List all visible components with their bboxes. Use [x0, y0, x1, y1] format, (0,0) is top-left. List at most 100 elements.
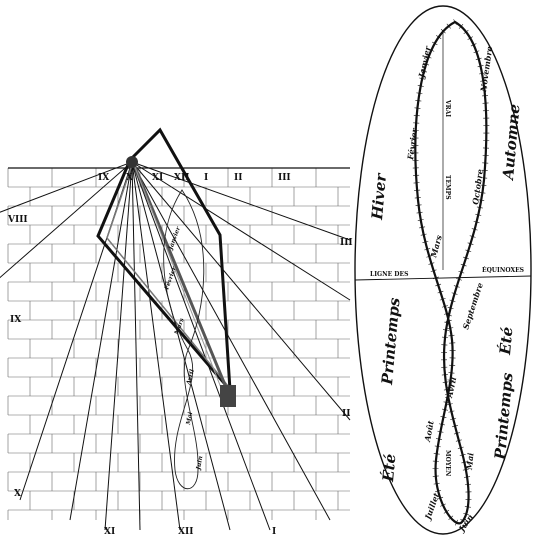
day-tick: [473, 50, 480, 54]
day-tick: [441, 408, 448, 411]
day-tick: [479, 192, 486, 194]
day-tick: [436, 35, 442, 40]
day-tick: [464, 506, 471, 508]
day-tick: [434, 445, 441, 448]
day-tick: [461, 461, 468, 464]
gnomon-rod: [131, 161, 232, 398]
day-tick: [451, 292, 458, 295]
day-tick: [433, 453, 440, 455]
day-tick: [475, 57, 482, 61]
day-tick: [478, 199, 485, 201]
day-tick: [433, 482, 440, 485]
day-tick: [463, 512, 470, 516]
gnomon-outer-edge: [96, 127, 232, 395]
month-janvier: Janvier: [416, 44, 433, 80]
day-tick: [458, 23, 464, 29]
day-tick: [452, 425, 458, 428]
gnomon-rod-shadow: [132, 161, 226, 399]
day-tick: [470, 43, 477, 47]
hour-line: [104, 161, 133, 531]
day-tick: [449, 299, 456, 302]
day-tick: [456, 278, 462, 281]
analemma-left-curve: [163, 189, 205, 489]
day-tick: [441, 305, 448, 308]
day-tick: [420, 233, 427, 236]
day-tick: [473, 221, 480, 224]
day-tick: [417, 85, 424, 87]
hour-label-top-i: I: [204, 173, 208, 183]
day-tick: [446, 386, 453, 389]
day-tick: [450, 417, 457, 420]
day-tick: [458, 270, 465, 274]
day-tick: [415, 100, 422, 102]
day-tick: [443, 388, 450, 391]
day-tick: [437, 430, 444, 433]
day-tick: [443, 401, 450, 404]
day-tick: [416, 211, 423, 214]
day-tick: [443, 509, 450, 514]
hour-line: [131, 161, 181, 531]
shadow-spot: [220, 385, 236, 407]
equinox-label-right: ÉQUINOXES: [482, 266, 524, 274]
gnomon: [96, 127, 236, 407]
day-tick: [446, 23, 451, 29]
hour-label-left-x: X: [14, 489, 21, 499]
hour-line: [0, 161, 133, 213]
hour-label-top-x: X: [126, 173, 133, 183]
day-tick: [481, 95, 489, 97]
hour-line: [131, 161, 351, 241]
month-septembre: Septembre: [460, 281, 485, 330]
day-tick: [469, 235, 476, 238]
day-tick: [464, 476, 471, 478]
month-fevrier: Février: [405, 127, 420, 161]
wall-mask: [0, 0, 354, 542]
day-tick: [431, 41, 438, 46]
day-tick: [471, 228, 478, 231]
day-tick: [437, 290, 444, 294]
hour-line: [131, 161, 271, 531]
axis-label-temps: TEMPS: [444, 175, 451, 200]
day-tick: [441, 374, 448, 376]
hour-label-left-viii: VIII: [7, 215, 28, 225]
hour-label-right-iii: III: [340, 238, 353, 248]
equinox-label-left: LIGNE DES: [370, 271, 408, 278]
day-tick: [446, 403, 453, 406]
hour-line: [131, 161, 331, 521]
hour-label-left-ix: IX: [10, 315, 21, 325]
day-tick: [457, 446, 464, 449]
day-tick: [419, 226, 426, 229]
month-novembre: Novembre: [478, 46, 494, 94]
hour-label-top-xi: XI: [152, 173, 163, 183]
day-tick: [453, 19, 457, 25]
day-tick: [440, 416, 447, 418]
hour-line: [131, 161, 351, 421]
hour-lines: [0, 161, 351, 531]
season-ete-right: Été: [496, 326, 516, 356]
day-tick: [464, 483, 471, 486]
day-tick: [424, 248, 431, 251]
day-tick: [439, 298, 446, 301]
day-tick: [419, 77, 426, 80]
day-tick: [462, 468, 469, 471]
day-tick: [479, 72, 486, 75]
day-tick: [447, 307, 454, 310]
month-juillet: Juillet: [422, 491, 442, 522]
season-hiver: Hiver: [368, 172, 390, 222]
day-tick: [432, 276, 439, 280]
hour-label-top-ix: IX: [98, 173, 109, 183]
axis-label-vrai: VRAI: [444, 99, 451, 117]
day-tick: [443, 312, 450, 315]
day-tick: [444, 394, 451, 396]
wall-sundial: Janvier Février Mars Avril Mai Juin IX X…: [0, 0, 354, 542]
season-automne: Automne: [499, 103, 524, 182]
month-mars: Mars: [428, 233, 444, 259]
day-tick: [435, 283, 442, 287]
equinox-line: [354, 275, 532, 281]
day-tick: [448, 334, 455, 337]
day-tick: [475, 213, 482, 216]
day-tick: [428, 48, 435, 52]
day-tick: [426, 255, 433, 258]
day-tick: [440, 503, 446, 507]
day-tick: [453, 285, 460, 288]
day-tick: [435, 489, 442, 493]
